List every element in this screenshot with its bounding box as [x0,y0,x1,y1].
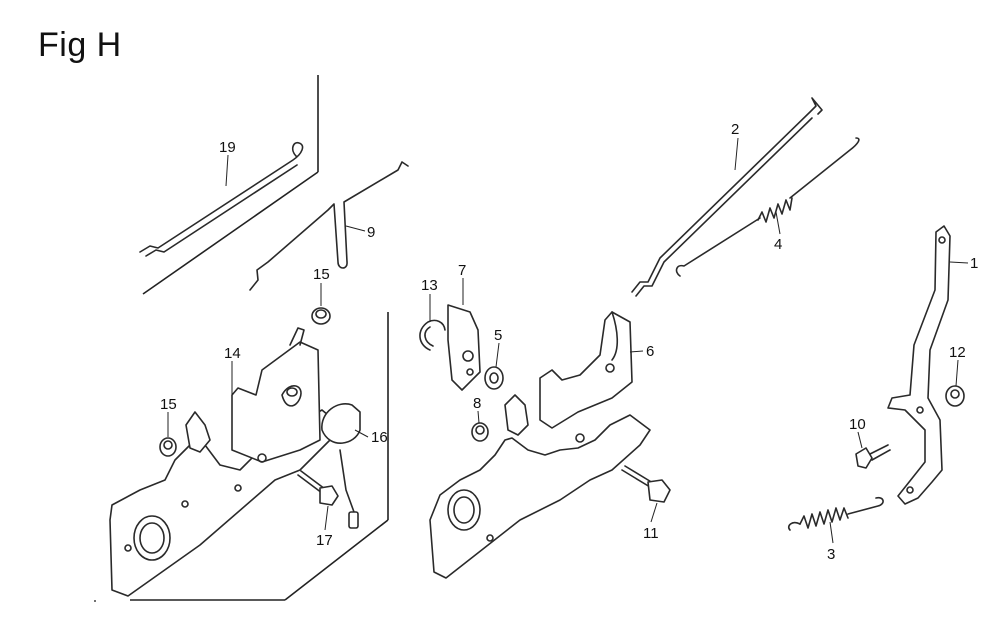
callout-1: 1 [970,255,978,272]
group-frame-top-left [142,75,319,295]
callout-5: 5 [494,327,502,344]
callout-7: 7 [458,262,466,279]
part-12-nut [945,385,965,407]
part-7-bracket [447,304,481,391]
callout-10: 10 [849,416,866,433]
part-15-nut-upper [311,307,331,325]
part-17-bolt [297,470,339,506]
callout-11: 11 [643,525,659,542]
callout-13: 13 [421,277,438,294]
part-1-lever [887,225,951,505]
group-frame-bottom-left [130,312,389,601]
callout-labels: 19 9 15 14 15 16 17 13 7 5 6 8 11 2 4 1 … [160,121,978,563]
callout-6: 6 [646,343,654,360]
callout-2: 2 [731,121,739,138]
part-10-bolt [855,444,891,469]
part-8-nut [471,422,489,442]
callout-14: 14 [224,345,241,362]
part-15-nut-lower [159,437,177,457]
part-4-rod-spring [675,137,860,277]
figure-title: Fig H [38,26,122,64]
part-19-rod [139,141,304,257]
callout-19: 19 [219,139,236,156]
part-3-spring [787,496,884,531]
part-6-plate [429,311,651,579]
callout-9: 9 [367,224,375,241]
part-13-clip [419,319,446,351]
callout-8: 8 [473,395,481,412]
callout-3: 3 [827,546,835,563]
callout-15-lower: 15 [160,396,177,413]
part-14-left-plate [109,327,341,597]
callout-12: 12 [949,344,966,361]
callout-17: 17 [316,532,333,549]
callout-16: 16 [371,429,388,446]
part-2-rod [631,97,823,297]
callout-15-upper: 15 [313,266,330,283]
leader-lines [167,137,969,544]
part-11-bolt [621,465,671,503]
part-9-wire [249,161,409,291]
callout-4: 4 [774,236,782,253]
part-5-washer [484,366,504,390]
part-16-switch [321,403,361,529]
stray-dot [94,600,96,602]
